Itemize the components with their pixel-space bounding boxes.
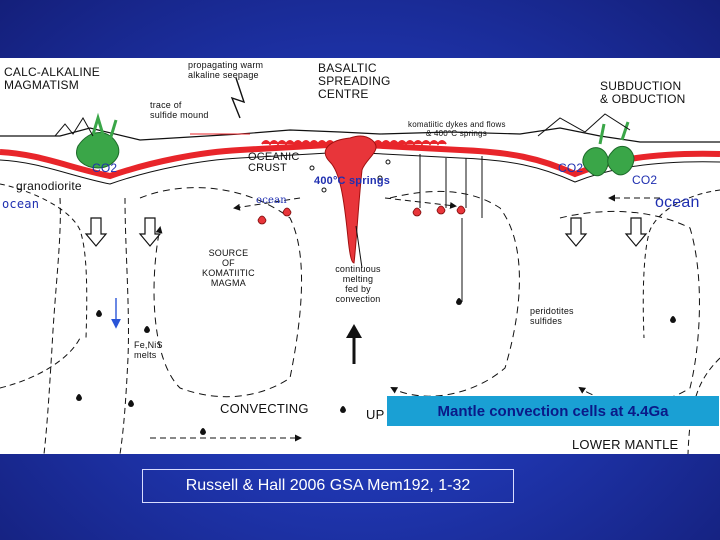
ocean-mid-label: ocean	[256, 195, 287, 206]
fe-ni-line1: Fe,NiS	[134, 340, 163, 350]
granodiorite-label: granodiorite	[16, 179, 82, 193]
source-line4: MAGMA	[210, 278, 246, 288]
downwelling-left-a	[43, 197, 61, 454]
calc-alkaline-line1: CALC-ALKALINE	[4, 65, 100, 79]
flow-top-left	[233, 197, 301, 211]
fe-ni-label: Fe,NiS melts	[134, 340, 163, 360]
citation-box: Russell & Hall 2006 GSA Mem192, 1-32	[142, 469, 514, 503]
diagram-panel: CALC-ALKALINE MAGMATISM propagating warm…	[0, 58, 720, 454]
springs-label: 400°C springs	[314, 175, 391, 187]
right-arc-green-b	[607, 145, 635, 176]
seepage-bolt	[230, 77, 246, 119]
hollow-arrow-4	[624, 217, 648, 247]
cell-center	[389, 191, 520, 397]
convecting-label: CONVECTING	[220, 401, 309, 416]
source-line3: KOMATIITIC	[202, 268, 255, 278]
propagating-label: propagating warm alkaline seepage	[188, 60, 263, 80]
continuous-line4: convection	[335, 294, 381, 304]
ridge-plume	[324, 135, 377, 264]
continuous-melting-label: continuous melting fed by convection	[330, 264, 386, 304]
basaltic-line3: CENTRE	[318, 87, 369, 101]
lower-mantle-label: LOWER MANTLE	[572, 437, 679, 452]
trace-label: trace of sulfide mound	[150, 100, 209, 120]
cell-left	[139, 187, 302, 398]
left-arc-green	[76, 132, 120, 169]
continuous-line2: melting	[342, 274, 374, 284]
komatiitic-dykes-label: komatiitic dykes and flows & 400°C sprin…	[408, 120, 506, 138]
convection-diagram	[0, 77, 720, 454]
continuous-line1: continuous	[335, 264, 381, 274]
oceanic-crust-label: OCEANIC CRUST	[248, 152, 300, 174]
source-line1: SOURCE	[208, 248, 249, 258]
komatiitic-dykes-line2: & 400°C springs	[426, 129, 487, 138]
surface-line	[0, 127, 720, 143]
hollow-arrow-1	[84, 217, 108, 247]
ocean-left-label: ocean	[2, 197, 40, 211]
trace-line2: sulfide mound	[150, 110, 209, 120]
peridotites-line1: peridotites	[530, 306, 574, 316]
continuous-line3: fed by	[345, 284, 371, 294]
subduction-line2: & OBDUCTION	[600, 92, 686, 106]
oceanic-crust-line1: OCEANIC	[248, 151, 300, 163]
hollow-arrow-2	[138, 217, 162, 247]
calc-alkaline-label: CALC-ALKALINE MAGMATISM	[4, 66, 100, 92]
caption-banner: Mantle convection cells at 4.4Ga	[387, 396, 719, 426]
source-label: SOURCE OF KOMATIITIC MAGMA	[202, 248, 255, 288]
komatiitic-dykes-line1: komatiitic dykes and flows	[408, 120, 506, 129]
co2-right-b-label: CO2	[632, 173, 658, 187]
trace-line1: trace of	[150, 100, 182, 110]
ocean-right-label: ocean	[655, 194, 700, 211]
basaltic-line1: BASALTIC	[318, 61, 377, 75]
basaltic-line2: SPREADING	[318, 74, 391, 88]
co2-left-label: CO2	[92, 161, 118, 175]
hollow-arrow-3	[564, 217, 588, 247]
subduction-line1: SUBDUCTION	[600, 79, 682, 93]
fe-ni-line2: melts	[134, 350, 157, 360]
melt-drops	[257, 205, 466, 225]
downwelling-left-b	[119, 197, 129, 454]
upwelling-arrow	[346, 324, 362, 364]
subduction-label: SUBDUCTION & OBDUCTION	[600, 80, 686, 106]
calc-alkaline-line2: MAGMATISM	[4, 78, 79, 92]
propagating-line2: alkaline seepage	[188, 70, 259, 80]
peridotites-label: peridotites sulfides	[530, 306, 574, 326]
basaltic-label: BASALTIC SPREADING CENTRE	[318, 62, 390, 101]
oceanic-crust-line2: CRUST	[248, 162, 287, 174]
propagating-line1: propagating warm	[188, 60, 264, 70]
peridotites-line2: sulfides	[530, 316, 563, 326]
sulfide-drops	[76, 298, 676, 435]
co2-right-a-label: CO2	[558, 161, 584, 175]
source-line2: OF	[221, 258, 235, 268]
upper-fragment-label: UP	[366, 407, 385, 422]
right-arc-green-a	[582, 147, 609, 177]
